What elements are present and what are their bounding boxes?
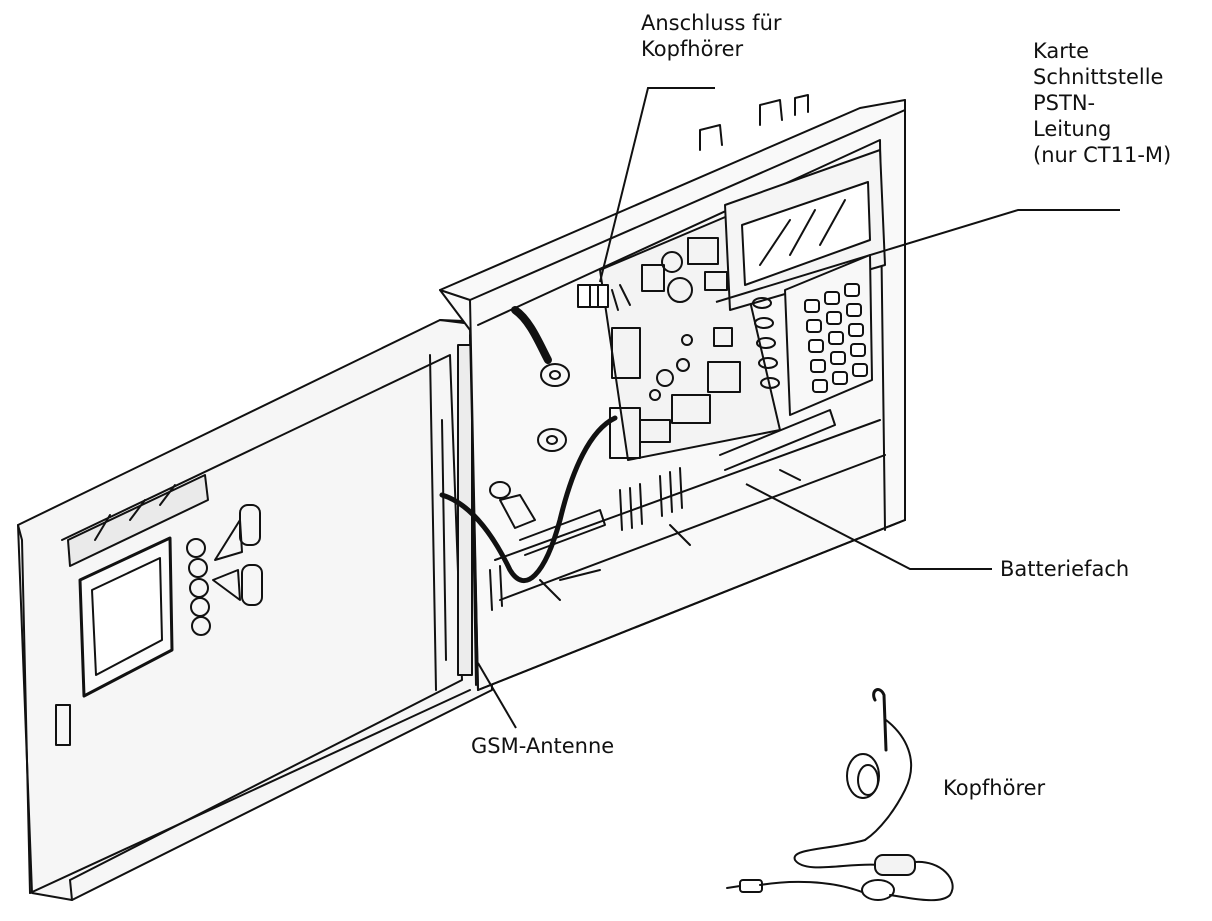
leader-gsm bbox=[477, 662, 517, 729]
gsm-antenne-cable bbox=[439, 415, 618, 584]
leader-batteriefach bbox=[745, 483, 992, 570]
display-keypad-module bbox=[724, 149, 886, 416]
label-karte-line-3: PSTN- bbox=[1033, 91, 1096, 115]
label-anschluss-kopfhoerer: Anschluss für Kopfhörer bbox=[641, 10, 782, 62]
leader-karte bbox=[715, 209, 1120, 303]
label-anschluss-line-2: Kopfhörer bbox=[641, 37, 744, 61]
leader-lines bbox=[477, 87, 1120, 729]
front-cover bbox=[17, 319, 493, 901]
label-karte-pstn: Karte Schnittstelle PSTN- Leitung (nur C… bbox=[1033, 38, 1171, 168]
label-karte-line-2: Schnittstelle bbox=[1033, 65, 1164, 89]
label-batteriefach: Batteriefach bbox=[1000, 557, 1130, 581]
label-gsm-antenne: GSM-Antenne bbox=[471, 734, 615, 758]
label-karte-line-1: Karte bbox=[1033, 39, 1090, 63]
mounting-posts bbox=[489, 306, 570, 529]
leader-anschluss bbox=[599, 87, 715, 283]
label-kopfhoerer: Kopfhörer bbox=[943, 776, 1046, 800]
label-karte-line-4: Leitung bbox=[1033, 117, 1112, 141]
front-cover-panel bbox=[55, 474, 263, 746]
kopfhoerer-illustration bbox=[726, 688, 954, 902]
label-karte-line-5: (nur CT11-M) bbox=[1033, 143, 1172, 167]
label-anschluss-line-1: Anschluss für bbox=[641, 11, 782, 35]
